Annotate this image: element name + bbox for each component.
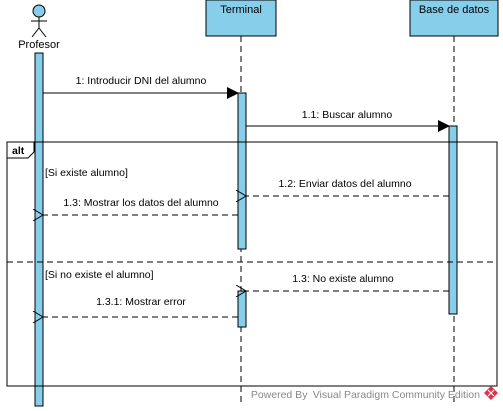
lifeline-terminal-header[interactable]: Terminal [205,0,277,37]
visual-paradigm-logo-icon [484,386,498,400]
activation-profesor[interactable] [34,52,44,407]
actor-profesor[interactable]: Profesor [18,4,60,51]
guard-not-exists: [Si no existe el alumno] [45,269,154,281]
stick-figure-icon [31,4,47,38]
message-1-3-show-label: 1.3: Mostrar los datos del alumno [63,197,218,209]
lifeline-terminal-name: Terminal [220,4,262,16]
activation-terminal-1[interactable] [237,92,247,250]
actor-name: Profesor [18,39,60,51]
lifeline-database-header[interactable]: Base de datos [409,0,499,37]
activation-terminal-2[interactable] [237,290,247,328]
watermark-text: Powered By Visual Paradigm Community Edi… [251,389,480,401]
activation-database[interactable] [448,125,458,315]
message-1-2[interactable]: 1.2: Enviar datos del alumno [246,178,449,196]
watermark: Powered By Visual Paradigm Community Edi… [251,386,498,401]
message-1-3-1-label: 1.3.1: Mostrar error [96,296,186,308]
message-1-1[interactable]: 1.1: Buscar alumno [246,109,450,132]
guard-exists: [Si existe alumno] [45,167,128,179]
alt-fragment[interactable]: alt [Si existe alumno] [Si no existe el … [6,141,498,387]
message-1-1-label: 1.1: Buscar alumno [302,109,393,121]
fragment-operator-tab [6,141,35,159]
message-1-3-not-exists[interactable]: 1.3: No existe alumno [246,273,449,291]
message-1[interactable]: 1: Introducir DNI del alumno [43,75,239,99]
lifeline-database-name: Base de datos [419,4,490,16]
message-1-3-not-exists-label: 1.3: No existe alumno [292,273,394,285]
message-1-2-label: 1.2: Enviar datos del alumno [278,178,411,190]
message-1-label: 1: Introducir DNI del alumno [76,75,207,87]
message-1-3-1[interactable]: 1.3.1: Mostrar error [43,296,238,317]
message-1-3-show[interactable]: 1.3: Mostrar los datos del alumno [43,197,238,215]
fragment-operator: alt [12,145,25,157]
